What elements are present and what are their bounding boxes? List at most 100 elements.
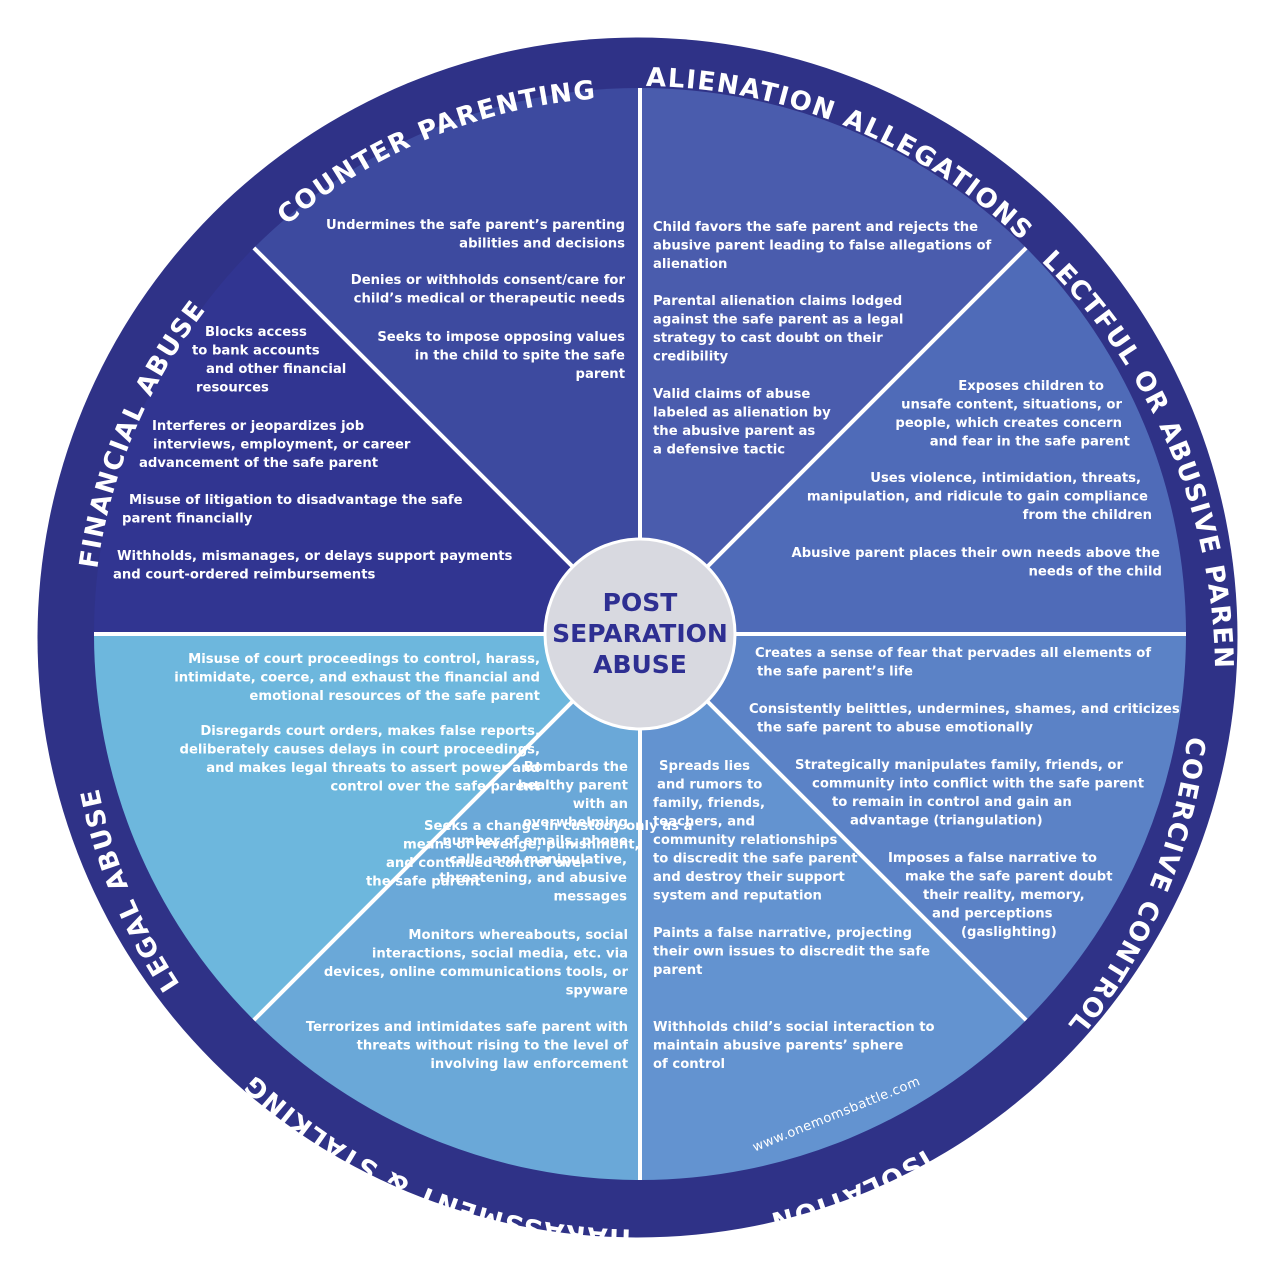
text-line: Valid claims of abuse bbox=[653, 387, 810, 402]
text-line: intimidate, coerce, and exhaust the fina… bbox=[174, 671, 540, 686]
text-line: means of revenge, punishment, bbox=[403, 838, 640, 853]
text-line: Spreads lies bbox=[659, 759, 750, 774]
divider-line-5 bbox=[252, 699, 575, 1022]
text-line: to bank accounts bbox=[192, 344, 320, 359]
segment-4-item-2: Terrorizes and intimidates safe parent w… bbox=[306, 1020, 628, 1072]
text-line: parent bbox=[653, 963, 702, 978]
text-line: and continued control over bbox=[386, 856, 588, 871]
text-line: and makes legal threats to assert power … bbox=[206, 761, 540, 776]
segment-1-item-1: Uses violence, intimidation, threats, man… bbox=[807, 471, 1152, 523]
text-line: calls, and manipulative, bbox=[449, 853, 627, 868]
text-line: threatening, and abusive bbox=[439, 871, 627, 886]
center-title-line-2: SEPARATION bbox=[552, 619, 728, 648]
text-line: their reality, memory, bbox=[923, 888, 1085, 903]
text-line: abusive parent leading to false allegati… bbox=[653, 239, 992, 254]
segment-6 bbox=[94, 247, 640, 634]
segment-5-item-1: Disregards court orders, makes false rep… bbox=[180, 724, 540, 795]
text-line: from the children bbox=[1023, 508, 1152, 523]
text-line: strategy to cast doubt on their bbox=[653, 331, 883, 346]
text-line: Creates a sense of fear that pervades al… bbox=[755, 646, 1151, 661]
text-line: Withholds, mismanages, or delays support… bbox=[117, 549, 513, 564]
segment-0 bbox=[640, 88, 1027, 634]
text-line: Denies or withholds consent/care for bbox=[351, 273, 626, 288]
text-line: maintain abusive parents’ sphere bbox=[653, 1039, 904, 1054]
segment-2 bbox=[640, 634, 1186, 1021]
divider-line-3 bbox=[705, 699, 1028, 1022]
text-line: Uses violence, intimidation, threats, bbox=[870, 471, 1141, 486]
text-line: resources bbox=[196, 381, 269, 396]
text-line: of control bbox=[653, 1057, 725, 1072]
segment-5 bbox=[93, 634, 640, 1021]
text-line: child’s medical or therapeutic needs bbox=[354, 292, 626, 307]
divider-line-1 bbox=[705, 246, 1028, 569]
text-line: (gaslighting) bbox=[961, 925, 1057, 940]
wheel-segments bbox=[93, 88, 1186, 1180]
text-line: to remain in control and gain an bbox=[832, 795, 1072, 810]
text-line: Misuse of court proceedings to control, … bbox=[188, 652, 540, 667]
segment-1-item-2: Abusive parent places their own needs ab… bbox=[792, 546, 1162, 580]
text-line: family, friends, bbox=[653, 796, 765, 811]
segment-7-item-1: Denies or withholds consent/care for chil… bbox=[351, 273, 626, 307]
segment-3-item-1: Paints a false narrative, projecting thei… bbox=[653, 926, 930, 978]
text-line: teachers, and bbox=[653, 815, 755, 830]
text-line: their own issues to discredit the safe bbox=[653, 945, 930, 960]
text-line: advantage (triangulation) bbox=[850, 814, 1043, 829]
text-line: spyware bbox=[566, 984, 628, 999]
center-hub: POST SEPARATION ABUSE bbox=[543, 537, 737, 731]
text-line: Bombards the bbox=[524, 760, 628, 775]
text-line: labeled as alienation by bbox=[653, 406, 831, 421]
center-title-line-3: ABUSE bbox=[593, 650, 687, 679]
text-line: emotional resources of the safe parent bbox=[249, 689, 540, 704]
text-line: needs of the child bbox=[1029, 565, 1162, 580]
text-line: parent financially bbox=[122, 512, 253, 527]
text-line: advancement of the safe parent bbox=[139, 456, 378, 471]
text-line: alienation bbox=[653, 257, 727, 272]
text-line: Seeks a change in custody only as a bbox=[424, 819, 693, 834]
text-line: Abusive parent places their own needs ab… bbox=[792, 546, 1161, 561]
text-line: Monitors whereabouts, social bbox=[408, 928, 628, 943]
segment-5-item-2: Seeks a change in custody only as a means… bbox=[366, 819, 693, 890]
text-line: to discredit the safe parent bbox=[653, 852, 858, 867]
text-line: and other financial bbox=[206, 362, 346, 377]
text-line: Terrorizes and intimidates safe parent w… bbox=[306, 1020, 628, 1035]
segment-3-item-2: Withholds child’s social interaction to m… bbox=[653, 1020, 935, 1072]
text-line: threats without rising to the level of bbox=[357, 1039, 629, 1054]
text-line: Blocks access bbox=[205, 325, 307, 340]
text-line: and court-ordered reimbursements bbox=[113, 568, 376, 583]
segment-6-item-2: Misuse of litigation to disadvantage the… bbox=[122, 493, 463, 527]
text-line: healthy parent bbox=[518, 779, 628, 794]
text-line: and destroy their support bbox=[653, 870, 845, 885]
text-line: in the child to spite the safe bbox=[415, 349, 625, 364]
text-line: Parental alienation claims lodged bbox=[653, 294, 902, 309]
segment-5-item-0: Misuse of court proceedings to control, … bbox=[174, 652, 540, 704]
text-line: the safe parent bbox=[366, 875, 481, 890]
text-line: messages bbox=[553, 890, 627, 905]
text-line: a defensive tactic bbox=[653, 443, 785, 458]
segment-4 bbox=[253, 634, 640, 1180]
text-line: the safe parent to abuse emotionally bbox=[757, 721, 1033, 736]
text-line: deliberately causes delays in court proc… bbox=[180, 743, 540, 758]
text-line: interviews, employment, or career bbox=[153, 438, 411, 453]
text-line: Imposes a false narrative to bbox=[888, 851, 1097, 866]
center-title-line-1: POST bbox=[603, 588, 678, 617]
text-line: manipulation, and ridicule to gain compl… bbox=[807, 490, 1148, 505]
segment-3 bbox=[640, 634, 1027, 1180]
segment-2-item-0: Creates a sense of fear that pervades al… bbox=[755, 646, 1151, 680]
text-line: Withholds child’s social interaction to bbox=[653, 1020, 935, 1035]
text-line: number of emails, phone bbox=[442, 834, 628, 849]
text-line: Paints a false narrative, projecting bbox=[653, 926, 912, 941]
segment-descriptions: Child favors the safe parent and rejects… bbox=[113, 218, 1180, 1072]
segment-6-item-0: Blocks access to bank accounts and other f… bbox=[192, 325, 346, 396]
segment-0-item-0: Child favors the safe parent and rejects… bbox=[653, 220, 992, 272]
segment-2-item-1: Consistently belittles, undermines, sham… bbox=[749, 702, 1180, 736]
text-line: system and reputation bbox=[653, 889, 822, 904]
text-line: and perceptions bbox=[932, 907, 1053, 922]
